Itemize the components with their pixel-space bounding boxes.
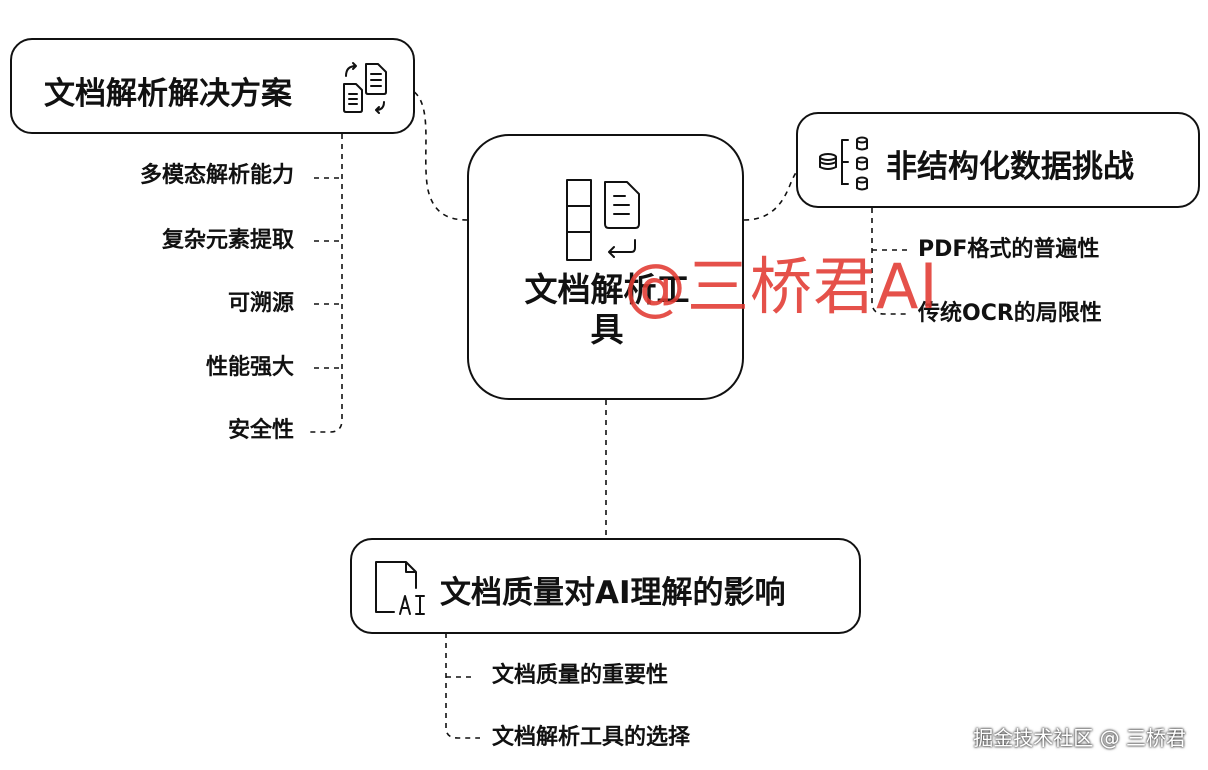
center-title: 文档解析工具 bbox=[524, 270, 690, 349]
ai-document-icon bbox=[375, 561, 425, 615]
solutions-item: 多模态解析能力 bbox=[139, 163, 294, 188]
watermark-text: @三桥君AI bbox=[624, 250, 939, 323]
document-sync-icon bbox=[343, 62, 387, 114]
challenges-title: 非结构化数据挑战 bbox=[886, 149, 1134, 185]
impact-spine bbox=[445, 633, 480, 739]
challenges-node[interactable]: 非结构化数据挑战 bbox=[796, 112, 1200, 208]
solutions-item: 安全性 bbox=[227, 418, 294, 443]
center-node[interactable]: 文档解析工具 bbox=[467, 134, 744, 400]
credit-text: 掘金技术社区 @ 三桥君 bbox=[973, 726, 1186, 750]
document-blocks-icon bbox=[566, 179, 640, 261]
solutions-title: 文档解析解决方案 bbox=[44, 76, 292, 112]
impact-node[interactable]: 文档质量对AI理解的影响 bbox=[350, 538, 861, 634]
challenges-spine bbox=[871, 208, 908, 315]
impact-item: 文档解析工具的选择 bbox=[492, 725, 691, 750]
solutions-item: 可溯源 bbox=[227, 291, 294, 316]
impact-item: 文档质量的重要性 bbox=[492, 663, 669, 688]
solutions-item: 复杂元素提取 bbox=[161, 228, 294, 253]
challenges-item: 传统OCR的局限性 bbox=[918, 301, 1102, 326]
solutions-item: 性能强大 bbox=[205, 355, 294, 380]
solutions-node[interactable]: 文档解析解决方案 bbox=[10, 38, 415, 134]
impact-title: 文档质量对AI理解的影响 bbox=[440, 575, 786, 611]
database-tree-icon bbox=[819, 136, 868, 191]
challenges-item: PDF格式的普遍性 bbox=[918, 237, 1100, 262]
